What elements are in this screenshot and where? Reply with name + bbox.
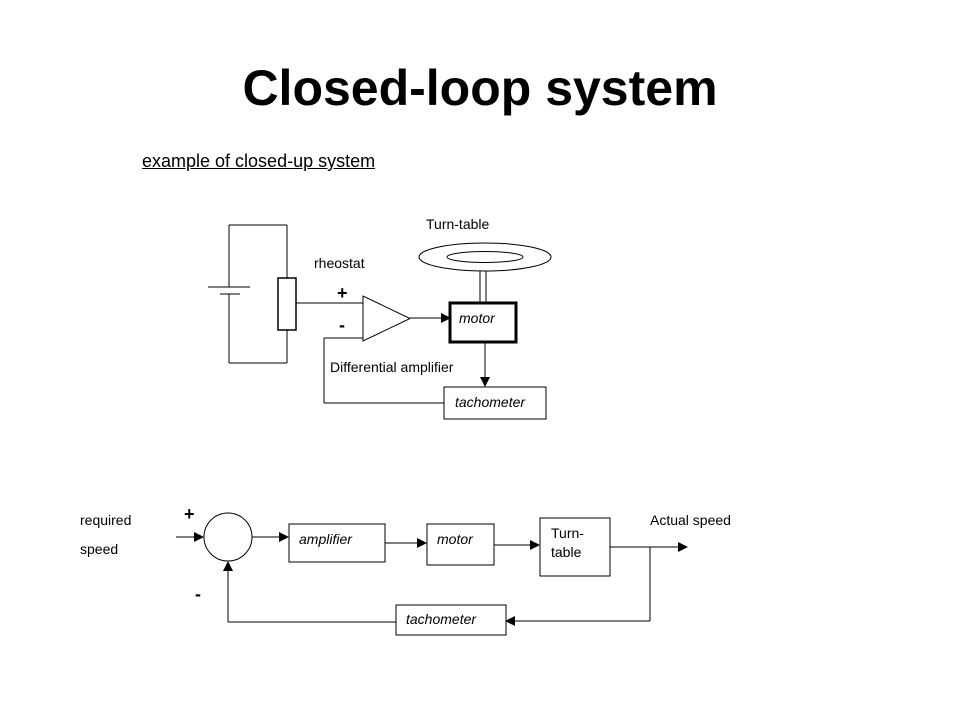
feedback-wire [323, 337, 444, 404]
battery-symbol [208, 224, 288, 364]
input-label-required: required [80, 512, 131, 528]
summing-plus: + [184, 504, 195, 524]
input-label-speed: speed [80, 541, 118, 557]
turntable-block-label-1: Turn- [551, 525, 584, 541]
turntable-label: Turn-table [426, 216, 490, 232]
plus-sign: + [337, 283, 348, 303]
turntable-inner [446, 251, 524, 263]
circuit-diagram: rheostat + - Differential amplifier Turn… [208, 216, 552, 420]
amplifier-label: amplifier [299, 531, 353, 547]
summing-junction [203, 512, 253, 562]
motor-block [426, 523, 495, 566]
tachometer-label: tachometer [455, 394, 526, 410]
turntable-block-label-2: table [551, 544, 582, 560]
differential-amplifier [362, 295, 412, 342]
rheostat-label: rheostat [314, 255, 365, 271]
tachometer-block-label: tachometer [406, 611, 477, 627]
slide-title: Closed-loop system [242, 60, 718, 116]
motor-box [448, 301, 518, 344]
slide-subtitle: example of closed-up system [142, 151, 376, 171]
motor-label: motor [459, 310, 496, 326]
motor-block-label: motor [437, 531, 474, 547]
summing-minus: - [195, 584, 201, 604]
tachometer-box [443, 386, 547, 420]
differential-amplifier-label: Differential amplifier [330, 359, 454, 375]
block-diagram: required speed + - amplifier motor Turn-… [80, 504, 731, 636]
rheostat [277, 277, 297, 331]
turntable-block [539, 517, 611, 577]
minus-sign: - [339, 315, 345, 335]
tachometer-block [395, 604, 507, 636]
output-label: Actual speed [650, 512, 731, 528]
